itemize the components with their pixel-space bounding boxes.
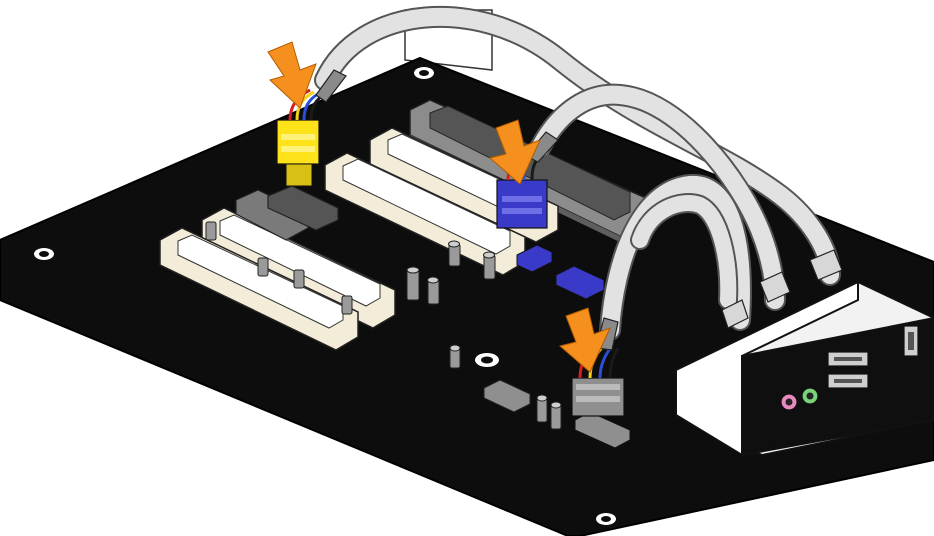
capacitor — [205, 221, 217, 241]
capacitors — [205, 221, 562, 430]
down-arrow-icon — [558, 307, 611, 373]
capacitor — [293, 269, 305, 289]
down-arrow-icon — [488, 119, 541, 185]
capacitor — [483, 251, 496, 280]
front-panel-plugs — [721, 249, 843, 329]
screw-hole-icon — [34, 248, 54, 260]
mounting-holes — [34, 67, 616, 525]
usb-port-icon — [827, 351, 869, 367]
blue-header-connector — [496, 179, 548, 229]
capacitor — [536, 394, 548, 423]
capacitor — [448, 240, 461, 267]
front-panel-cables — [314, 5, 841, 341]
pci-slot-4 — [159, 227, 359, 351]
yellow-header-connector — [276, 119, 320, 187]
screw-hole-icon — [414, 67, 434, 79]
capacitor — [449, 344, 461, 369]
usb-port-icon — [827, 373, 869, 389]
capacitor — [427, 276, 440, 305]
side-port-icon — [903, 325, 919, 357]
audio-jack-icon — [780, 393, 798, 411]
screw-hole-icon — [596, 513, 616, 525]
gray-pin-header-left — [483, 379, 531, 413]
screw-hole-icon — [475, 353, 499, 367]
capacitor — [257, 257, 269, 277]
gray-header-connector — [571, 377, 631, 449]
audio-jack-icon — [801, 387, 819, 405]
capacitor — [341, 295, 353, 315]
gray-header-block — [235, 185, 339, 241]
down-arrow-icon — [267, 41, 317, 109]
capacitor — [550, 401, 562, 430]
capacitor — [406, 266, 420, 301]
